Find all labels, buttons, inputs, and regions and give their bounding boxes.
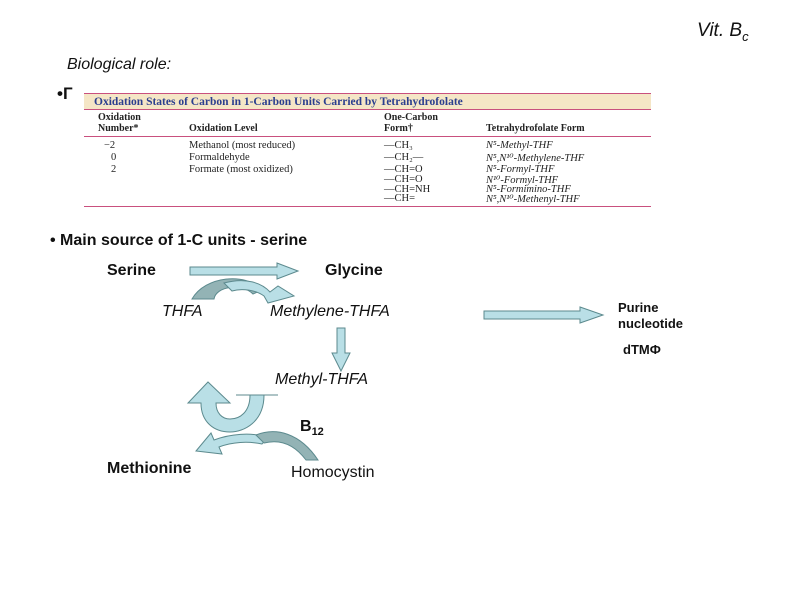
table-bottom-rule — [84, 206, 651, 207]
header-onec-line1: One-Carbon — [384, 112, 438, 123]
label-purine-nucleotide: Purine nucleotide — [618, 300, 683, 332]
cell-thf: N⁵-Formyl-THF — [486, 164, 555, 175]
thfa-curve-arrow-light — [223, 280, 296, 304]
cell-thf: N⁵,N¹⁰-Methenyl-THF — [486, 194, 580, 205]
b12-subscript: 12 — [311, 426, 324, 439]
table-title: Oxidation States of Carbon in 1-Carbon U… — [84, 93, 651, 110]
label-methyl-thfa: Methyl-THFA — [275, 371, 369, 388]
cell-form: —CH=O — [384, 174, 423, 185]
slide-title-subscript: c — [742, 28, 749, 44]
table-header-row: Oxidation Number* Oxidation Level One-Ca… — [84, 111, 651, 137]
label-methylene-thfa: Methylene-THFA — [270, 303, 390, 320]
label-glycine: Glycine — [325, 262, 383, 279]
oxidation-states-table: Oxidation States of Carbon in 1-Carbon U… — [84, 93, 651, 207]
cell-form: —CH=O — [384, 164, 423, 175]
cell-thf: N¹⁰-Formyl-THF — [486, 175, 559, 186]
header-onec-line2: Form† — [384, 123, 413, 134]
cell-thf: N⁵,N¹⁰-Methylene-THF — [486, 153, 585, 164]
slide-title: Vit. Bc — [697, 20, 749, 44]
methyl-cycle-light-arrow — [186, 381, 278, 433]
methylene-to-methyl-arrow — [331, 327, 351, 373]
bullet-top: •Г — [57, 84, 73, 103]
bullet-main-source: • Main source of 1-C units - serine — [50, 232, 308, 249]
cell-level: Formaldehyde — [189, 152, 250, 163]
cell-form: —CH= — [384, 193, 416, 204]
section-label: Biological role: — [67, 56, 172, 73]
b12-text: B — [300, 418, 312, 435]
methylene-to-purine-arrow — [483, 306, 605, 324]
label-dtmf: dTMФ — [623, 342, 661, 357]
header-oxnum-line1: Oxidation — [98, 112, 141, 123]
to-methionine-arrow — [195, 432, 269, 455]
label-b12: B12 — [300, 418, 324, 438]
header-oxnum-line2: Number* — [98, 123, 139, 134]
from-homocystin-arrow — [255, 431, 319, 461]
slide-title-text: Vit. B — [697, 20, 743, 41]
cell-level: Formate (most oxidized) — [189, 164, 293, 175]
purine-line2: nucleotide — [618, 316, 684, 331]
header-oxidation-number: Oxidation Number* — [98, 112, 141, 134]
label-serine: Serine — [107, 262, 156, 279]
header-oxidation-level: Oxidation Level — [189, 123, 258, 134]
cell-number: 0 — [111, 152, 117, 163]
cell-thf: N⁵-Methyl-THF — [486, 140, 553, 151]
serine-to-glycine-arrow — [189, 262, 300, 280]
cell-thf: N⁵-Formimino-THF — [486, 184, 571, 195]
cell-form: —CH₂— — [384, 152, 424, 163]
header-thf-form: Tetrahydrofolate Form — [486, 123, 585, 134]
cell-number: −2 — [104, 140, 116, 151]
label-thfa: THFA — [162, 303, 203, 320]
cell-number: 2 — [111, 164, 117, 175]
cell-form: —CH=NH — [384, 184, 431, 195]
purine-line1: Purine — [618, 300, 659, 315]
label-homocystin: Homocystin — [291, 464, 375, 481]
header-one-carbon-form: One-Carbon Form† — [384, 112, 438, 134]
cell-form: —CH₃ — [384, 140, 413, 151]
cell-level: Methanol (most reduced) — [189, 140, 296, 151]
label-methionine: Methionine — [107, 460, 192, 477]
